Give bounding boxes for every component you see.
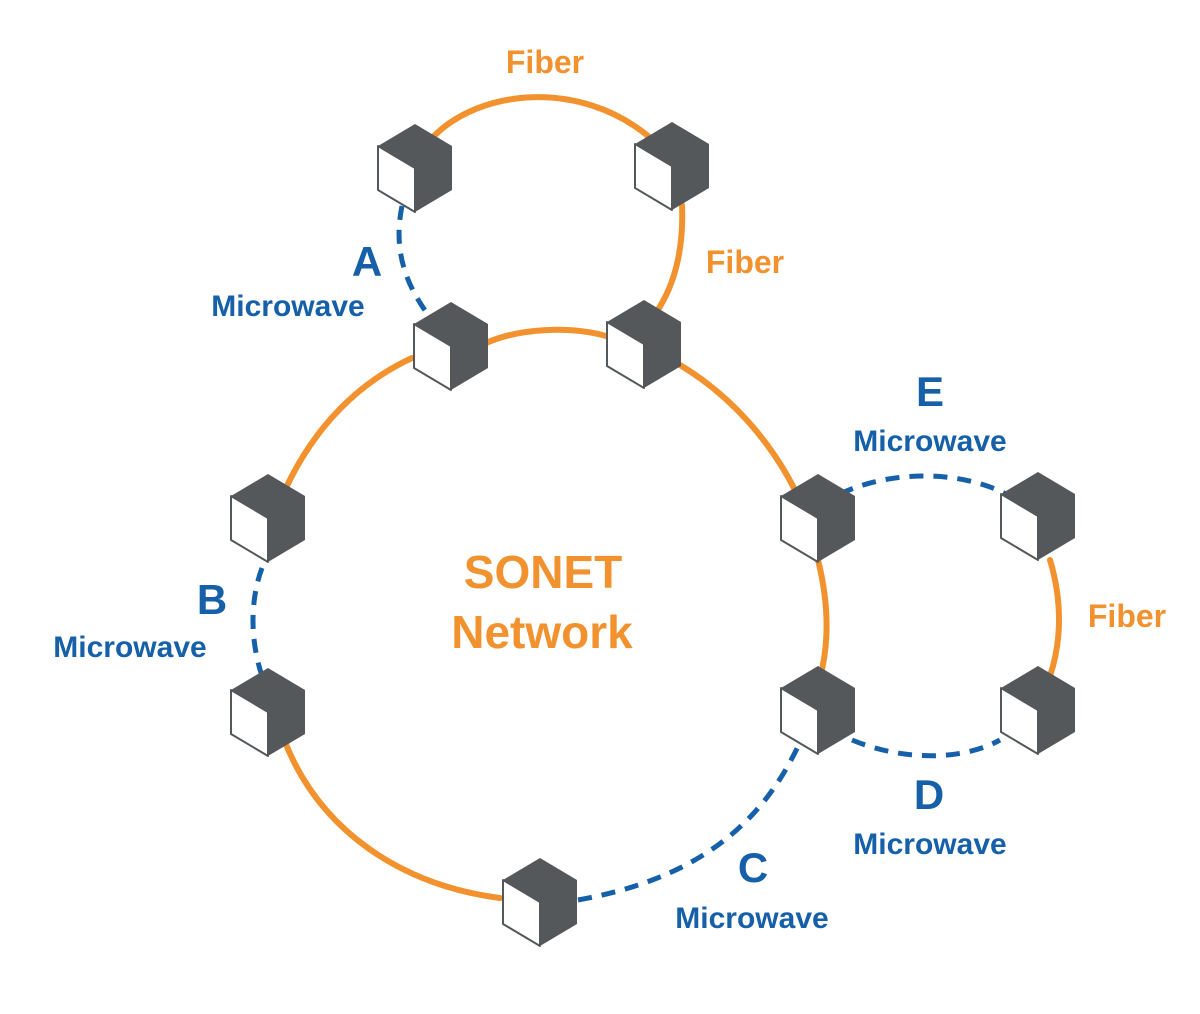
link-a-letter: A [352,238,382,285]
fiber-link-2-4 [649,202,686,321]
network-node-icon [1000,471,1076,561]
fiber-link-8-11 [1047,557,1062,679]
link-b-type: Microwave [53,631,206,664]
link-b-letter: B [197,576,227,623]
fiber-link-6-9 [815,557,830,681]
network-node-icon [230,473,306,563]
center-title-line-1: SONET [464,546,622,598]
fiber-links [282,94,1062,901]
microwave-link-a [396,205,434,322]
microwave-link-d [851,737,1002,759]
link-d-letter: D [914,771,944,818]
fiber-label-upper-right: Fiber [706,244,784,280]
fiber-link-7-10 [282,739,503,901]
network-node-icon [413,301,489,391]
link-c-letter: C [738,844,768,891]
microwave-link-c [577,740,803,903]
center-title-line-2: Network [451,606,633,658]
fiber-link-3-5 [282,355,415,493]
microwave-link-e [838,473,1008,497]
fiber-link-1-2 [429,94,651,141]
network-node-icon [377,123,453,213]
microwave-link-b [250,567,265,677]
network-node-icon [606,299,682,389]
link-d-type: Microwave [853,828,1006,861]
link-e-type: Microwave [853,425,1006,458]
network-node-icon [230,667,306,757]
fiber-link-4-6 [677,362,799,495]
network-node-icon [780,665,856,755]
network-node-icon [502,857,578,947]
link-c-type: Microwave [675,902,828,935]
link-e-letter: E [916,368,944,415]
fiber-label-top: Fiber [506,44,584,80]
link-a-type: Microwave [211,290,364,323]
fiber-label-right: Fiber [1088,598,1166,634]
microwave-links [250,205,1008,903]
network-node-icon [1000,665,1076,755]
fiber-link-3-4 [483,326,609,346]
